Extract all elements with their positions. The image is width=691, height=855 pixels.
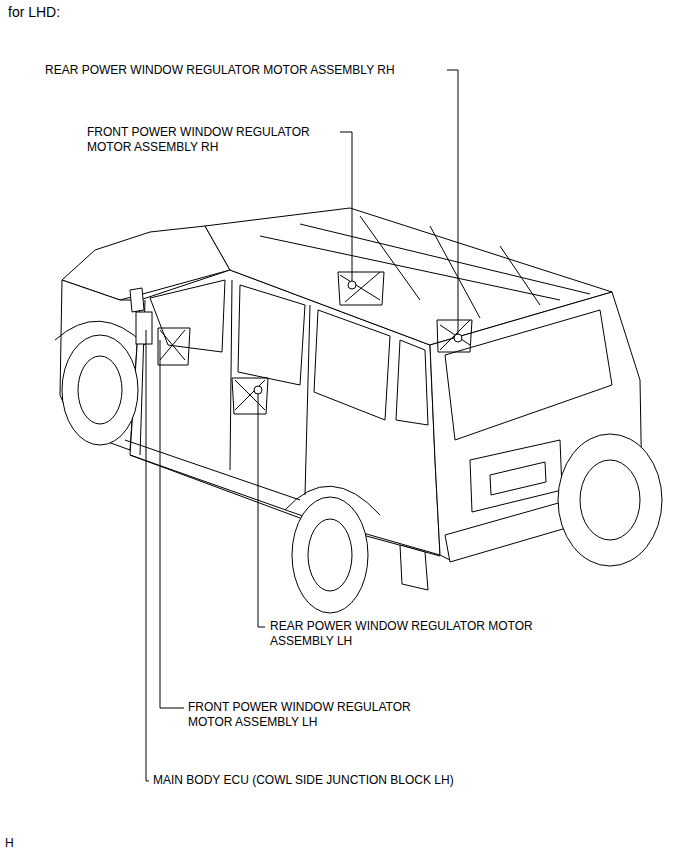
diagram-title: for LHD: <box>8 4 208 21</box>
part-label: MAIN BODY ECU (COWL SIDE JUNCTION BLOCK … <box>153 773 533 788</box>
figure-code: H <box>5 836 35 851</box>
part-label: FRONT POWER WINDOW REGULATOR MOTOR ASSEM… <box>87 125 339 155</box>
part-label: REAR POWER WINDOW REGULATOR MOTOR ASSEMB… <box>270 619 575 649</box>
part-label: REAR POWER WINDOW REGULATOR MOTOR ASSEMB… <box>45 63 455 78</box>
part-label: FRONT POWER WINDOW REGULATOR MOTOR ASSEM… <box>188 700 458 730</box>
